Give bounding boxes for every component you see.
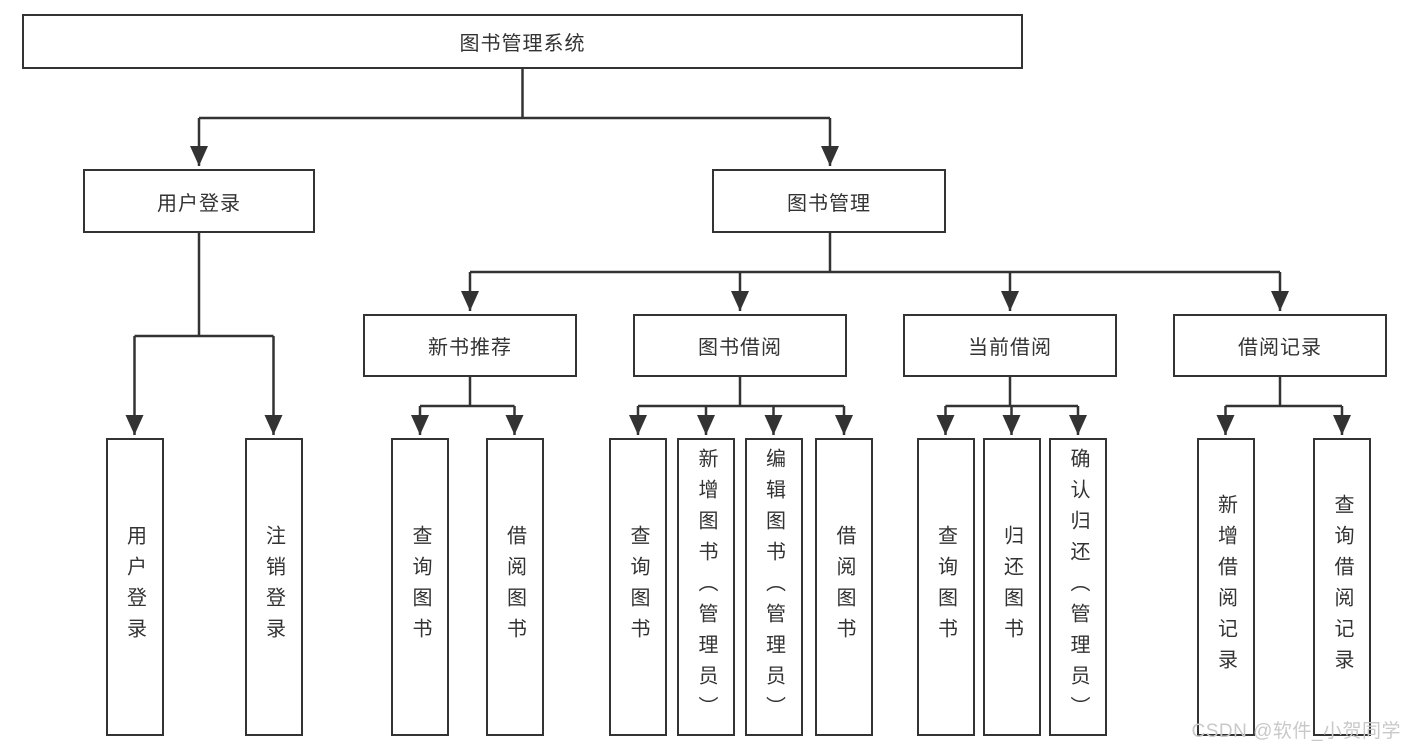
connector-borrowrecord-to-leaves <box>1216 377 1351 435</box>
leaf-borrowing-edit-books-admin: 编辑图书（管理员） <box>744 438 803 736</box>
connector-root-to-level2 <box>190 69 839 166</box>
node-current-borrowing: 当前借阅 <box>903 314 1117 377</box>
connector-userlogin-to-leaves <box>125 232 283 435</box>
leaf-user-login: 用户登录 <box>105 438 164 736</box>
leaf-logout: 注销登录 <box>244 438 303 736</box>
connector-bookmgmt-to-level3 <box>461 233 1289 311</box>
leaf-records-query-borrow-record: 查询借阅记录 <box>1313 438 1371 736</box>
leaf-records-add-borrow-record: 新增借阅记录 <box>1196 438 1255 736</box>
node-borrowing-records: 借阅记录 <box>1173 314 1387 377</box>
connector-currentborrow-to-leaves <box>936 377 1087 435</box>
node-user-login: 用户登录 <box>83 169 315 233</box>
leaf-current-confirm-return-admin: 确认归还（管理员） <box>1049 438 1107 736</box>
leaf-newbook-query-books: 查询图书 <box>391 438 449 736</box>
connector-bookborrow-to-leaves <box>629 377 853 435</box>
leaf-borrowing-query-books: 查询图书 <box>609 438 667 736</box>
connector-newbook-to-leaves <box>411 377 524 435</box>
leaf-current-query-books: 查询图书 <box>916 438 975 736</box>
leaf-borrowing-add-books-admin: 新增图书（管理员） <box>677 438 735 736</box>
leaf-borrowing-borrow-books: 借阅图书 <box>815 438 873 736</box>
leaf-current-return-books: 归还图书 <box>982 438 1041 736</box>
leaf-newbook-borrow-books: 借阅图书 <box>485 438 544 736</box>
node-book-borrowing: 图书借阅 <box>633 314 847 377</box>
node-book-management: 图书管理 <box>712 169 946 233</box>
node-library-management-system: 图书管理系统 <box>22 14 1023 69</box>
csdn-watermark: CSDN @软件_小贺同学 <box>1191 721 1401 742</box>
node-new-book-recommendation: 新书推荐 <box>363 314 577 377</box>
